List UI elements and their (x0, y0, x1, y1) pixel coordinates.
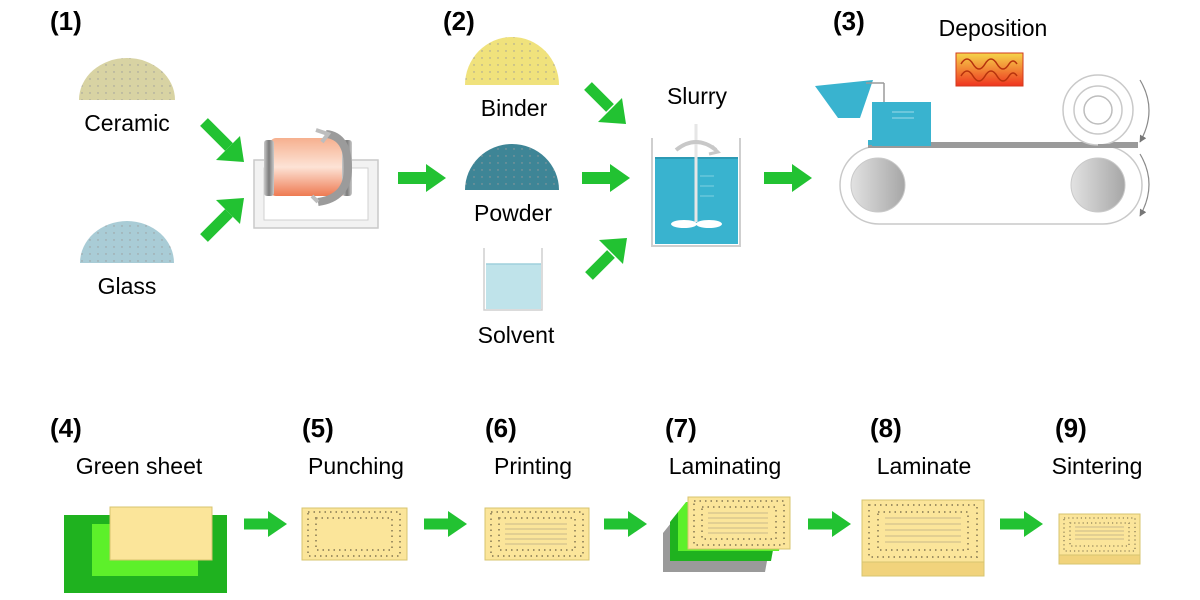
arrow-5-to-6 (424, 511, 467, 537)
ceramic-label: Ceramic (84, 110, 170, 136)
arrow-8-to-9 (1000, 511, 1043, 537)
arrow-binder-to-slurry (584, 82, 626, 124)
slurry-label: Slurry (667, 83, 728, 109)
binder-pile (465, 37, 559, 85)
arrow-6-to-7 (604, 511, 647, 537)
step-6-number: (6) (485, 413, 517, 443)
laminate-block-icon (861, 499, 985, 577)
laminate-label: Laminate (877, 453, 972, 479)
arrow-4-to-5 (244, 511, 287, 537)
green-sheet-label: Green sheet (76, 453, 203, 479)
step-5-number: (5) (302, 413, 334, 443)
glass-powder-pile (80, 221, 174, 263)
slurry-mixer-icon (651, 124, 741, 247)
printing-label: Printing (494, 453, 572, 479)
solvent-beaker-icon (483, 248, 543, 311)
laminating-label: Laminating (669, 453, 782, 479)
punching-label: Punching (308, 453, 404, 479)
solvent-label: Solvent (478, 322, 555, 348)
arrow-slurry-to-casting (764, 164, 812, 192)
binder-label: Binder (481, 95, 548, 121)
arrow-powder-to-slurry (582, 164, 630, 192)
deposition-label: Deposition (939, 15, 1048, 41)
step-4-number: (4) (50, 413, 82, 443)
ball-mill-icon (253, 128, 379, 229)
tape-caster-icon (815, 74, 1150, 225)
heater-icon (955, 52, 1024, 87)
ceramic-powder-pile (79, 58, 175, 100)
sintered-block-icon (1058, 513, 1141, 565)
laminating-stack-icon (663, 496, 791, 572)
green-sheet-stack-icon (64, 506, 227, 593)
glass-label: Glass (98, 273, 157, 299)
step-7-number: (7) (665, 413, 697, 443)
step-2-number: (2) (443, 6, 475, 36)
step-9-number: (9) (1055, 413, 1087, 443)
arrow-7-to-8 (808, 511, 851, 537)
powder-label: Powder (474, 200, 552, 226)
sintering-label: Sintering (1052, 453, 1143, 479)
arrow-glass-to-mill (200, 198, 244, 242)
step-1-number: (1) (50, 6, 82, 36)
punched-sheet-icon (301, 507, 408, 561)
arrow-solvent-to-slurry (585, 238, 627, 280)
powder-pile (465, 144, 559, 190)
step-8-number: (8) (870, 413, 902, 443)
step-3-number: (3) (833, 6, 865, 36)
arrow-ceramic-to-mill (200, 118, 244, 162)
printed-sheet-icon (484, 507, 590, 561)
arrow-mill-to-step2 (398, 164, 446, 192)
